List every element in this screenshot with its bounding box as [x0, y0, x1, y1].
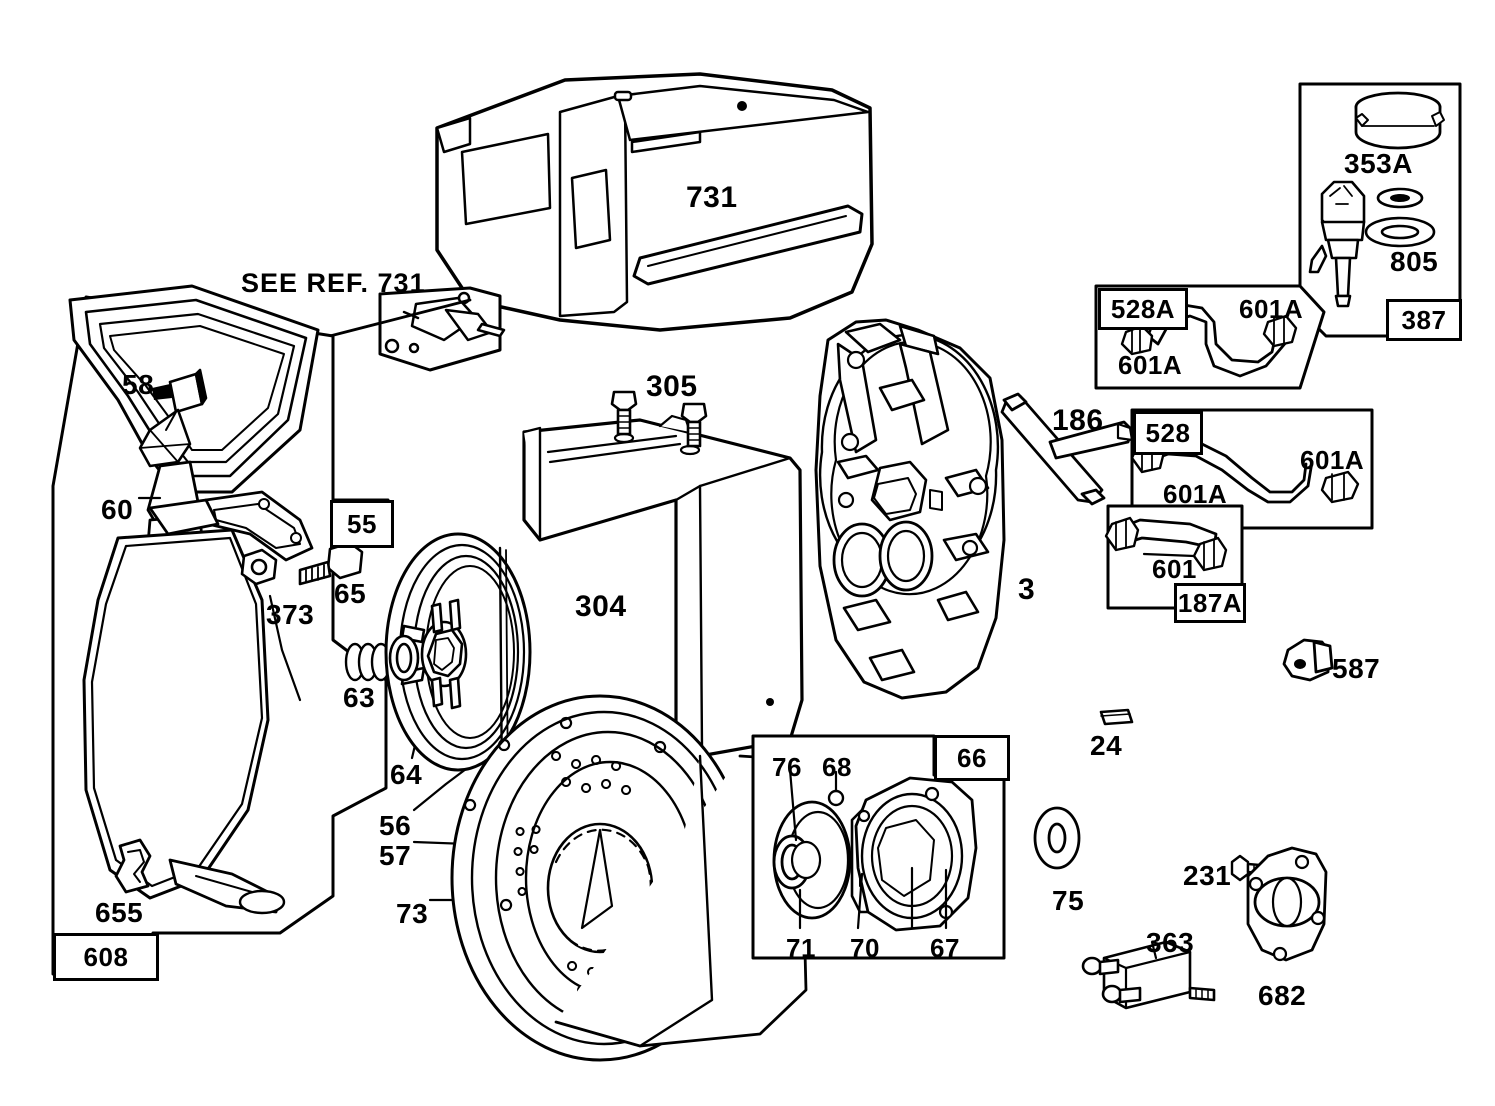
part-callout-73: 73 — [396, 898, 429, 929]
part-callout-805: 805 — [1390, 246, 1439, 277]
part-callout-601A: 601A — [1118, 350, 1183, 380]
part-callout-353A: 353A — [1344, 148, 1413, 179]
part-363-terminal-block — [1081, 940, 1216, 1010]
part-callout-373: 373 — [266, 599, 315, 630]
part-callout-60: 60 — [101, 494, 134, 525]
see-reference-note: SEE REF. 731 — [241, 268, 426, 298]
part-731-slot — [632, 204, 864, 286]
part-3-bores — [832, 520, 934, 598]
panel-box-label-528: 528 — [1133, 411, 1203, 455]
panel-box-label-528A: 528A — [1098, 288, 1188, 330]
part-71-cup — [772, 800, 852, 920]
housing-skirt — [554, 754, 808, 1048]
panel-box-label-55: 55 — [330, 500, 394, 548]
part-callout-65: 65 — [334, 578, 367, 609]
part-callout-3: 3 — [1018, 573, 1036, 606]
part-68-ball — [827, 789, 845, 807]
part-805-gaskets — [1364, 187, 1436, 248]
tank-bracket — [378, 286, 506, 372]
part-callout-601: 601 — [1152, 554, 1197, 584]
part-callout-70: 70 — [850, 933, 880, 963]
part-353A-cap — [1354, 91, 1445, 150]
part-callout-731: 731 — [686, 181, 738, 214]
part-callout-655: 655 — [95, 897, 144, 928]
part-186-tube — [1000, 392, 1134, 506]
starter-hub — [400, 598, 468, 710]
part-callout-64: 64 — [390, 759, 423, 790]
part-63-washers — [344, 642, 392, 682]
panel-box-label-187A: 187A — [1174, 583, 1246, 623]
part-callout-67: 67 — [930, 933, 960, 963]
part-callout-71: 71 — [786, 933, 816, 963]
panel-66-leaders — [788, 768, 948, 930]
cooling-duct-arms — [148, 490, 314, 915]
part-24-key — [1099, 708, 1134, 726]
panel-box-label-66: 66 — [934, 735, 1010, 781]
panel-box-label-608: 608 — [53, 933, 159, 981]
part-601A-clamps-a — [1120, 314, 1298, 356]
part-callout-601A: 601A — [1163, 479, 1228, 509]
part-305-bolts — [610, 390, 708, 448]
part-callout-57: 57 — [379, 840, 412, 871]
starter-bushing-64 — [388, 634, 420, 682]
part-353A-plunger — [1308, 180, 1366, 308]
part-304-blower-housing — [522, 414, 804, 758]
shroud-bowl — [82, 528, 270, 900]
part-58-filter-element — [138, 368, 208, 468]
part-731-tank-details — [460, 90, 747, 250]
part-callout-601A: 601A — [1300, 445, 1365, 475]
part-callout-186: 186 — [1052, 404, 1104, 437]
part-75-washer — [1033, 806, 1081, 870]
part-callout-24: 24 — [1090, 730, 1123, 761]
part-3-ribs — [836, 322, 990, 682]
part-callout-682: 682 — [1258, 980, 1307, 1011]
part-callout-76: 76 — [772, 752, 802, 782]
part-callout-304: 304 — [575, 590, 627, 623]
part-callout-75: 75 — [1052, 885, 1085, 916]
part-callout-587: 587 — [1332, 653, 1381, 684]
part-682-gasket — [1246, 846, 1328, 962]
part-373-nut — [240, 548, 278, 586]
part-601-clamps — [1104, 516, 1228, 572]
part-callout-56: 56 — [379, 810, 412, 841]
part-callout-63: 63 — [343, 682, 376, 713]
part-67-housing — [854, 776, 978, 932]
part-65-bolt — [298, 541, 364, 586]
part-callout-305: 305 — [646, 370, 698, 403]
part-callout-601A: 601A — [1239, 294, 1304, 324]
part-callout-58: 58 — [122, 369, 155, 400]
part-callout-363: 363 — [1146, 927, 1195, 958]
part-callout-231: 231 — [1183, 860, 1232, 891]
part-callout-68: 68 — [822, 752, 852, 782]
panel-box-label-387: 387 — [1386, 299, 1462, 341]
part-587-connector — [1282, 638, 1334, 682]
part-655-clip — [114, 838, 152, 894]
